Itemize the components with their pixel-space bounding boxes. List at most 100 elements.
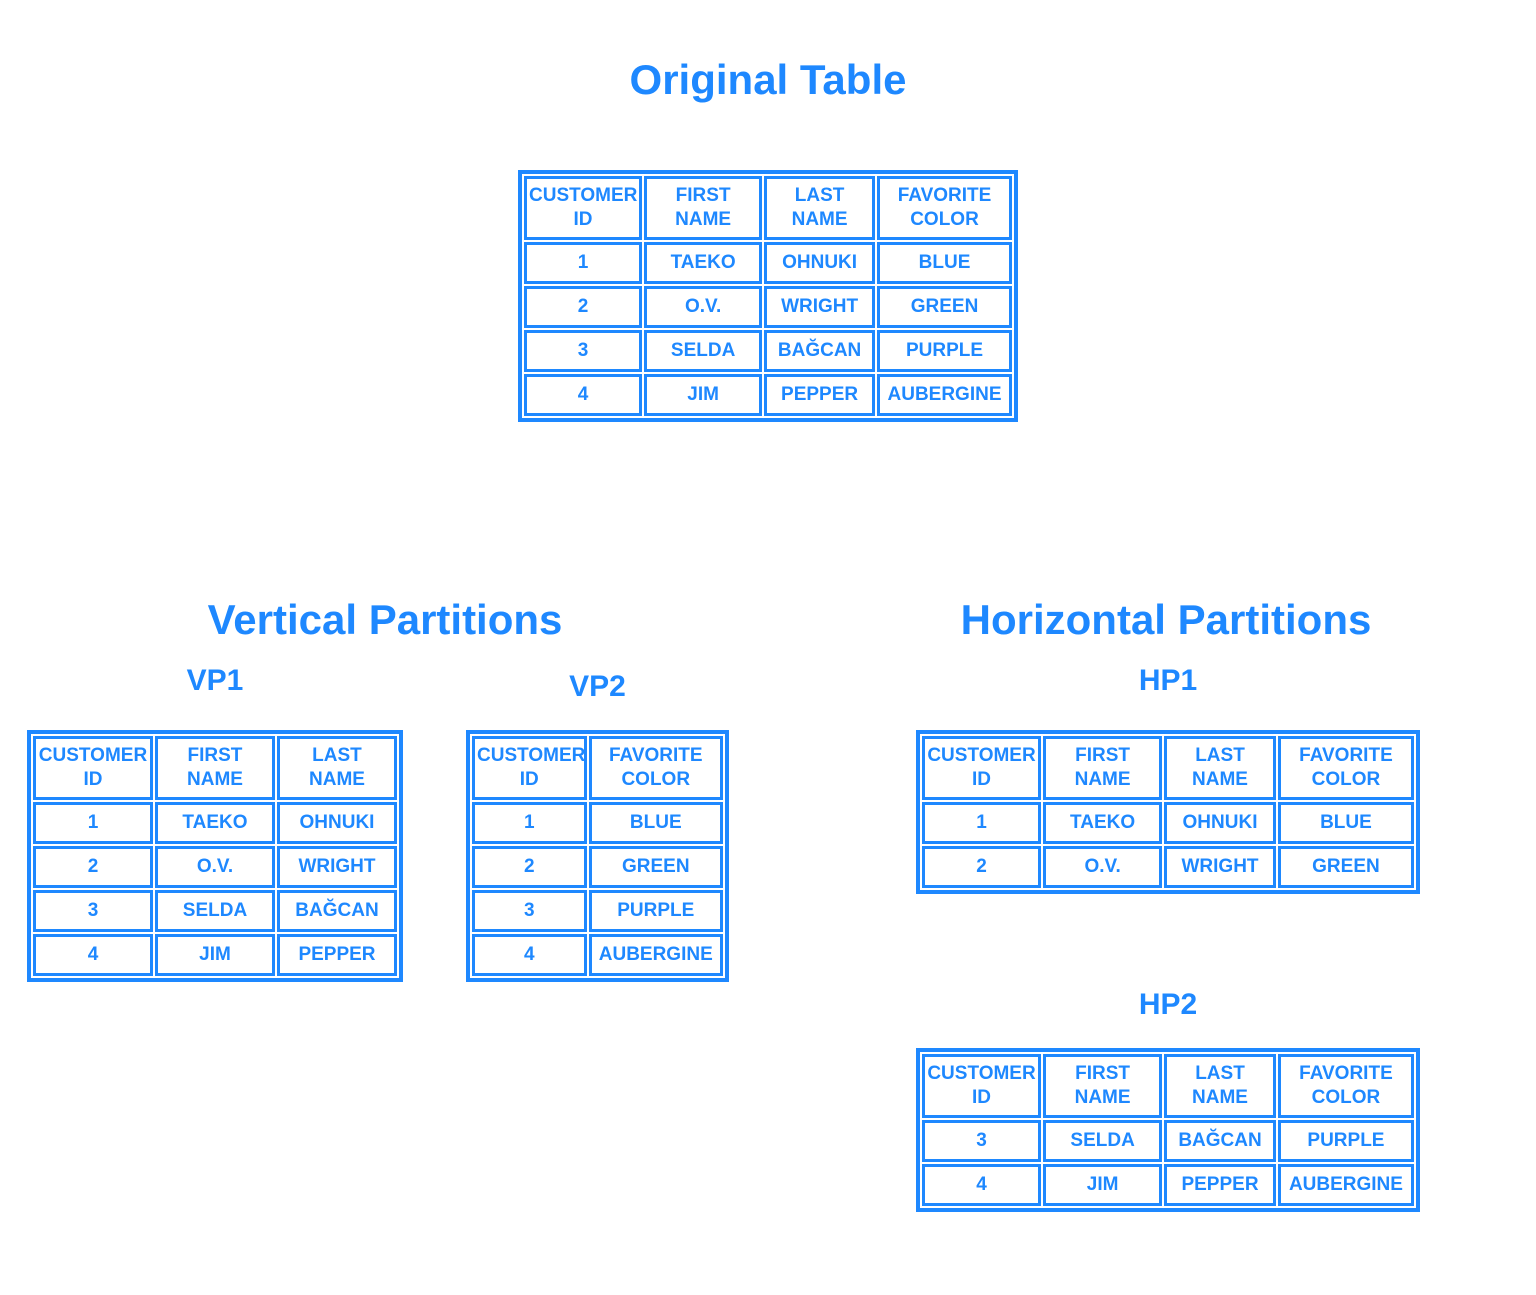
- column-header: CUSTOMER ID: [922, 736, 1042, 800]
- column-header: FIRST NAME: [644, 176, 763, 240]
- column-header: FAVORITE COLOR: [877, 176, 1012, 240]
- vp2-label: VP2: [569, 670, 626, 703]
- table-cell: 3: [524, 330, 643, 372]
- table-cell: 3: [922, 1120, 1042, 1162]
- table-cell: BAĞCAN: [276, 890, 397, 932]
- table-cell: SELDA: [154, 890, 275, 932]
- table-cell: 2: [33, 846, 153, 888]
- table-cell: JIM: [644, 374, 763, 416]
- table-cell: BLUE: [588, 802, 723, 844]
- table-cell: O.V.: [1043, 846, 1163, 888]
- table-cell: AUBERGINE: [877, 374, 1012, 416]
- table-cell: 4: [472, 934, 587, 976]
- table-cell: BAĞCAN: [1164, 1120, 1276, 1162]
- column-header: FIRST NAME: [1043, 736, 1163, 800]
- table-cell: AUBERGINE: [588, 934, 723, 976]
- hp2-label: HP2: [1138, 988, 1198, 1021]
- table-cell: PEPPER: [1164, 1164, 1276, 1206]
- column-header: FAVORITE COLOR: [1277, 1054, 1414, 1118]
- table-cell: PURPLE: [588, 890, 723, 932]
- original-table-title: Original Table: [629, 56, 907, 103]
- table-cell: OHNUKI: [764, 242, 876, 284]
- table-cell: 1: [33, 802, 153, 844]
- table-cell: 4: [524, 374, 643, 416]
- table-cell: 2: [922, 846, 1042, 888]
- hp1-label: HP1: [1138, 664, 1198, 697]
- column-header: FIRST NAME: [154, 736, 275, 800]
- table-cell: 3: [472, 890, 587, 932]
- table-cell: BAĞCAN: [764, 330, 876, 372]
- column-header: LAST NAME: [276, 736, 397, 800]
- column-header: LAST NAME: [1164, 736, 1276, 800]
- table-cell: JIM: [1043, 1164, 1163, 1206]
- table-cell: GREEN: [877, 286, 1012, 328]
- table-cell: BLUE: [877, 242, 1012, 284]
- column-header: CUSTOMER ID: [472, 736, 587, 800]
- table-cell: TAEKO: [154, 802, 275, 844]
- table-cell: SELDA: [644, 330, 763, 372]
- table-cell: 4: [33, 934, 153, 976]
- table-cell: O.V.: [644, 286, 763, 328]
- vertical-partitions-title: Vertical Partitions: [207, 596, 563, 643]
- table-cell: PEPPER: [276, 934, 397, 976]
- table-cell: WRIGHT: [276, 846, 397, 888]
- table-cell: OHNUKI: [1164, 802, 1276, 844]
- column-header: FAVORITE COLOR: [1277, 736, 1414, 800]
- table-cell: O.V.: [154, 846, 275, 888]
- table-cell: 2: [472, 846, 587, 888]
- column-header: LAST NAME: [764, 176, 876, 240]
- column-header: CUSTOMER ID: [524, 176, 643, 240]
- table-cell: PURPLE: [877, 330, 1012, 372]
- table-cell: PEPPER: [764, 374, 876, 416]
- column-header: CUSTOMER ID: [33, 736, 153, 800]
- table-cell: 1: [524, 242, 643, 284]
- table-cell: TAEKO: [1043, 802, 1163, 844]
- table-cell: 3: [33, 890, 153, 932]
- table-cell: 1: [472, 802, 587, 844]
- vp1-label: VP1: [186, 664, 244, 697]
- table-cell: 1: [922, 802, 1042, 844]
- table-cell: WRIGHT: [1164, 846, 1276, 888]
- column-header: CUSTOMER ID: [922, 1054, 1042, 1118]
- table-cell: GREEN: [1277, 846, 1414, 888]
- table-cell: 4: [922, 1164, 1042, 1206]
- table-cell: PURPLE: [1277, 1120, 1414, 1162]
- table-cell: TAEKO: [644, 242, 763, 284]
- table-cell: WRIGHT: [764, 286, 876, 328]
- column-header: FIRST NAME: [1043, 1054, 1163, 1118]
- table-cell: GREEN: [588, 846, 723, 888]
- table-cell: SELDA: [1043, 1120, 1163, 1162]
- table-cell: BLUE: [1277, 802, 1414, 844]
- column-header: FAVORITE COLOR: [588, 736, 723, 800]
- column-header: LAST NAME: [1164, 1054, 1276, 1118]
- table-cell: JIM: [154, 934, 275, 976]
- horizontal-partitions-title: Horizontal Partitions: [960, 596, 1372, 643]
- table-cell: 2: [524, 286, 643, 328]
